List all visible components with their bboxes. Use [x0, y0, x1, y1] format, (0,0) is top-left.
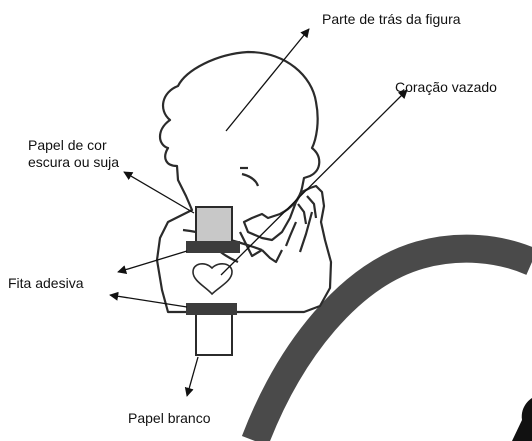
background-arc [241, 234, 532, 441]
label-dark-paper-line2: escura ou suja [28, 154, 119, 170]
arrow-heart [220, 89, 408, 276]
white-paper-strip [195, 312, 233, 356]
label-white-paper: Papel branco [128, 410, 211, 426]
label-heart: Coração vazado [395, 79, 497, 95]
arrow-tape-bottom [109, 291, 188, 308]
arrow-dark-paper [123, 171, 195, 214]
background-arc-fragment [512, 398, 532, 441]
dark-paper-strip [195, 206, 233, 244]
tape-strip-top [186, 241, 240, 253]
label-dark-paper-line1: Papel de cor [28, 137, 107, 153]
label-tape: Fita adesiva [8, 275, 84, 291]
label-back: Parte de trás da figura [322, 11, 461, 27]
arrow-white-paper [184, 356, 199, 397]
hollow-heart [192, 263, 233, 296]
arrow-tape-top [117, 250, 188, 274]
arrow-back [225, 28, 310, 132]
child-figure-outline [155, 50, 333, 314]
tape-strip-bottom [186, 303, 237, 315]
